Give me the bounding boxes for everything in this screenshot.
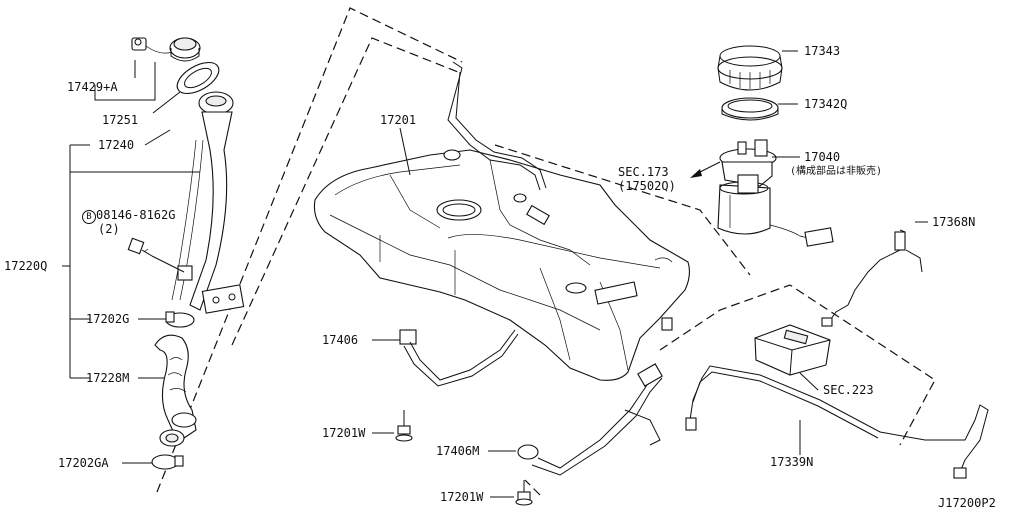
label-sec223: SEC.223 [823, 383, 874, 397]
label-17202ga: 17202GA [58, 456, 109, 470]
tank-strap-17406m [517, 363, 663, 476]
label-17201: 17201 [380, 113, 417, 127]
label-08146: 08146-8162G [96, 208, 176, 222]
clamp-17202g [165, 311, 195, 328]
filler-cap [131, 37, 201, 62]
label-17202g: 17202G [86, 312, 130, 326]
pump-seal [721, 97, 779, 121]
lock-ring [717, 45, 783, 91]
fuel-pump [717, 139, 834, 247]
label-bolt-qty: (2) [98, 222, 120, 236]
vapor-line [821, 229, 923, 327]
filler-neck [171, 91, 245, 314]
vent-tube [447, 61, 591, 266]
label-17201w-a: 17201W [322, 426, 366, 440]
long-vapor-line [685, 365, 989, 479]
label-17240: 17240 [98, 138, 135, 152]
label-17220q: 17220Q [4, 259, 48, 273]
tank-strap-17406 [399, 329, 519, 387]
label-17339n: 17339N [770, 455, 814, 469]
label-17343: 17343 [804, 44, 841, 58]
label-sec173-sub: (17502Q) [618, 179, 676, 193]
label-17040-note: (構成部品は非販売) [790, 166, 883, 177]
label-sec173: SEC.173 [618, 165, 669, 179]
filler-gasket [176, 61, 220, 95]
fuel-tank [313, 149, 691, 381]
label-17040: 17040 [804, 150, 841, 164]
bolt-17201w-b [515, 480, 533, 506]
canister [754, 324, 831, 376]
label-17406m: 17406M [436, 444, 480, 458]
label-17406: 17406 [322, 333, 359, 347]
label-17368n: 17368N [932, 215, 976, 229]
label-17201w-b: 17201W [440, 490, 484, 504]
diagram-id: J17200P2 [938, 496, 996, 510]
label-17429a: 17429+A [67, 80, 118, 94]
bolt-17201w-a [395, 410, 413, 442]
bolt-circle-symbol: B [82, 210, 96, 224]
bolt-08146 [127, 237, 153, 257]
label-17342q: 17342Q [804, 97, 848, 111]
filler-hose [154, 334, 197, 447]
label-17228m: 17228M [86, 371, 130, 385]
clamp-17202ga [151, 454, 184, 470]
label-17251: 17251 [102, 113, 139, 127]
